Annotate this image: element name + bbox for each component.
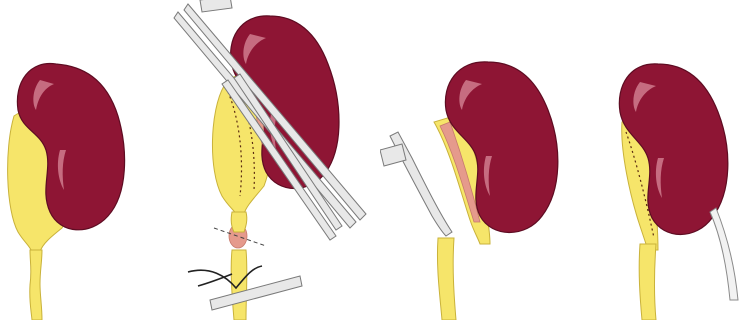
ureter-icon — [437, 238, 456, 320]
ureter-icon — [30, 250, 42, 320]
panel-completed-repair — [600, 0, 741, 320]
forceps-icon — [380, 144, 406, 166]
ureter-icon — [231, 212, 247, 232]
stent-icon — [710, 208, 738, 300]
panel-anastomosis — [380, 0, 580, 320]
panel-resection — [170, 0, 370, 320]
panel-dilated-pelvis — [0, 0, 140, 320]
ureter-icon — [639, 244, 656, 320]
